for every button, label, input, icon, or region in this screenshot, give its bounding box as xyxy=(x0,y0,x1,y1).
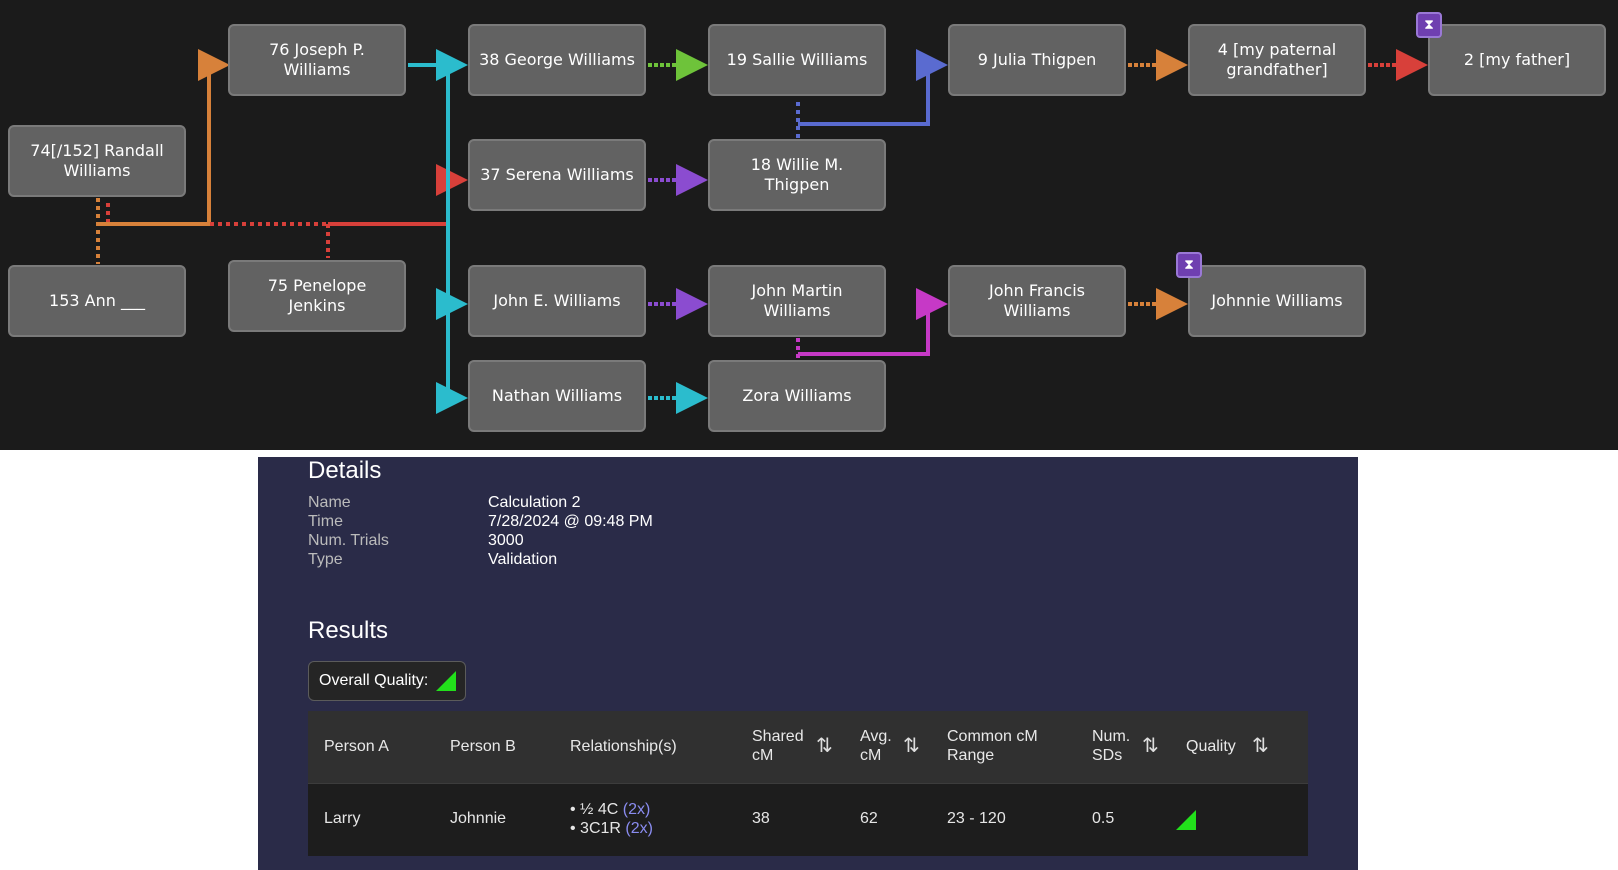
col-common-range: Common cM Range xyxy=(947,728,1038,764)
node-sallie[interactable]: 19 Sallie Williams xyxy=(708,24,886,96)
detail-value-trials: 3000 xyxy=(488,532,524,549)
dna-hourglass-icon[interactable]: ⧗ xyxy=(1416,12,1442,38)
col-avg-cm: Avg. cM xyxy=(860,728,892,764)
detail-value-name: Calculation 2 xyxy=(488,494,581,511)
detail-label-trials: Num. Trials xyxy=(308,532,389,549)
col-relationships: Relationship(s) xyxy=(570,738,677,755)
node-john-martin[interactable]: John Martin Williams xyxy=(708,265,886,337)
results-heading: Results xyxy=(308,617,389,644)
node-johnnie[interactable]: Johnnie Williams xyxy=(1188,265,1366,337)
quality-triangle-icon xyxy=(436,671,457,691)
node-zora[interactable]: Zora Williams xyxy=(708,360,886,432)
tree-connectors xyxy=(96,49,1428,414)
cell-person-a: Larry xyxy=(324,810,361,827)
cell-person-b: Johnnie xyxy=(450,810,507,827)
cell-avg-cm: 62 xyxy=(860,810,878,827)
sort-arrows-icon[interactable]: ⇅ xyxy=(1142,735,1159,757)
table-row: Larry Johnnie • ½ 4C (2x) • 3C1R (2x) 38… xyxy=(308,783,1308,856)
relationship-multiplier-link[interactable]: (2x) xyxy=(625,820,653,837)
sort-arrows-icon[interactable]: ⇅ xyxy=(816,735,833,757)
results-table-header: Person A Person B Relationship(s) Shared… xyxy=(308,711,1308,783)
details-heading: Details xyxy=(308,457,382,484)
calculation-panel: Details Name Calculation 2 Time 7/28/202… xyxy=(258,457,1358,870)
col-num-sds: Num. SDs xyxy=(1092,728,1131,764)
col-person-a: Person A xyxy=(324,738,389,755)
cell-relationships: • ½ 4C (2x) • 3C1R (2x) xyxy=(570,800,653,838)
node-randall[interactable]: 74[/152] Randall Williams xyxy=(8,125,186,197)
cell-common-range: 23 - 120 xyxy=(947,810,1006,827)
detail-label-type: Type xyxy=(308,551,343,568)
detail-label-name: Name xyxy=(308,494,351,511)
relationship-name: ½ 4C xyxy=(580,801,619,818)
node-nathan[interactable]: Nathan Williams xyxy=(468,360,646,432)
detail-value-type: Validation xyxy=(488,551,558,568)
relationship-item: • 3C1R (2x) xyxy=(570,820,653,837)
node-father[interactable]: 2 [my father] xyxy=(1428,24,1606,96)
node-george[interactable]: 38 George Williams xyxy=(468,24,646,96)
dna-hourglass-icon[interactable]: ⧗ xyxy=(1176,252,1202,278)
node-grandfather[interactable]: 4 [my paternal grandfather] xyxy=(1188,24,1366,96)
relationship-name: 3C1R xyxy=(580,820,621,837)
sort-arrows-icon[interactable]: ⇅ xyxy=(1252,735,1269,757)
tree-chart: 74[/152] Randall Williams 153 Ann ___ 76… xyxy=(0,0,1618,450)
overall-quality-label: Overall Quality: xyxy=(319,672,429,689)
node-penelope[interactable]: 75 Penelope Jenkins xyxy=(228,260,406,332)
col-person-b: Person B xyxy=(450,738,516,755)
col-shared-cm: Shared cM xyxy=(752,728,804,764)
quality-triangle-icon xyxy=(1176,810,1196,830)
node-willie[interactable]: 18 Willie M. Thigpen xyxy=(708,139,886,211)
node-serena[interactable]: 37 Serena Williams xyxy=(468,139,646,211)
node-julia[interactable]: 9 Julia Thigpen xyxy=(948,24,1126,96)
node-john-francis[interactable]: John Francis Williams xyxy=(948,265,1126,337)
node-ann[interactable]: 153 Ann ___ xyxy=(8,265,186,337)
node-joseph[interactable]: 76 Joseph P. Williams xyxy=(228,24,406,96)
overall-quality-button[interactable]: Overall Quality: xyxy=(308,661,466,701)
col-quality: Quality xyxy=(1186,738,1236,755)
sort-arrows-icon[interactable]: ⇅ xyxy=(903,735,920,757)
relationship-multiplier-link[interactable]: (2x) xyxy=(622,801,651,818)
cell-shared-cm: 38 xyxy=(752,810,770,827)
cell-num-sds: 0.5 xyxy=(1092,810,1115,827)
detail-label-time: Time xyxy=(308,513,343,530)
node-john-e[interactable]: John E. Williams xyxy=(468,265,646,337)
relationship-item: • ½ 4C (2x) xyxy=(570,801,651,818)
detail-value-time: 7/28/2024 @ 09:48 PM xyxy=(488,513,653,530)
